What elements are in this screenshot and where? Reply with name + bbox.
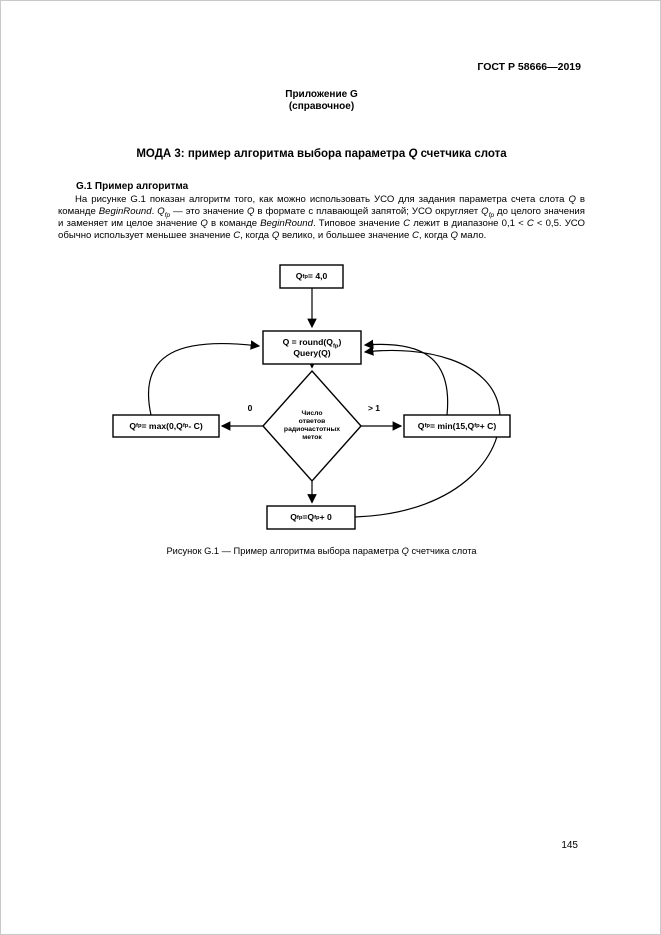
branch-label-many: > 1: [367, 403, 381, 413]
flowchart-box-round: Q = round(Qfp) Query(Q): [264, 332, 360, 363]
section-heading: G.1 Пример алгоритма: [76, 181, 189, 192]
decision-line-2: ответов: [298, 418, 326, 426]
doc-number: ГОСТ Р 58666—2019: [477, 61, 581, 73]
flowchart-decision-label: Число ответов радиочастотных меток: [272, 398, 352, 454]
annex-type: (справочное): [288, 101, 355, 112]
annex-title: Приложение G: [285, 89, 358, 100]
page-number: 145: [561, 840, 578, 851]
flowchart-shapes: [112, 264, 511, 530]
flowchart-box-round-line1: Q = round(Qfp): [282, 337, 342, 350]
flowchart-box-round-line2: Query(Q): [293, 347, 331, 358]
page-title: МОДА 3: пример алгоритма выбора параметр…: [136, 148, 507, 160]
branch-label-zero: 0: [247, 403, 253, 413]
decision-line-3: радиочастотных: [283, 426, 341, 433]
figure-caption: Рисунок G.1 — Пример алгоритма выбора па…: [166, 546, 477, 556]
decision-line-4: меток: [302, 433, 322, 441]
decision-line-1: Число: [301, 410, 323, 418]
body-paragraph: На рисунке G.1 показан алгоритм того, ка…: [58, 194, 586, 241]
